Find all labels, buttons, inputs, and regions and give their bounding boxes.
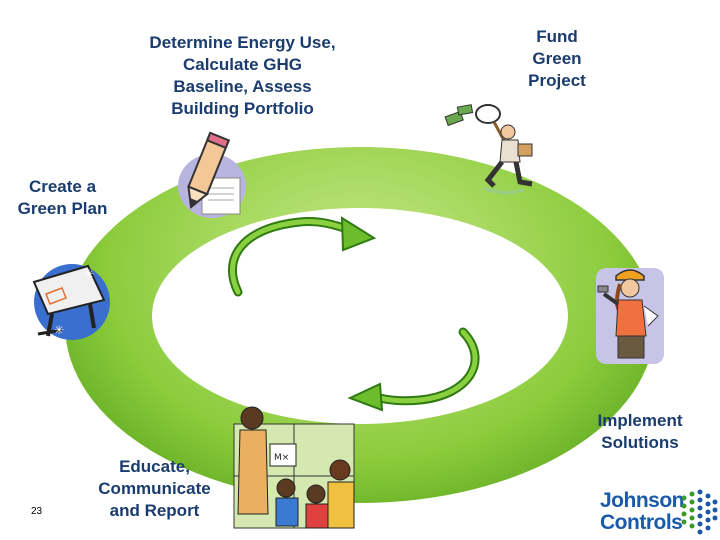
classroom-teacher-icon: M× bbox=[233, 406, 355, 529]
logo-word-2: Controls bbox=[600, 511, 683, 534]
cycle-arrow-upper bbox=[228, 216, 377, 297]
money-chaser-icon bbox=[444, 104, 533, 195]
pencil-clipboard-icon bbox=[178, 131, 246, 218]
svg-text:M×: M× bbox=[274, 453, 289, 463]
johnson-controls-logo: Johnson Controls bbox=[560, 478, 720, 538]
svg-text:✳: ✳ bbox=[36, 260, 48, 276]
step-label-educate: Educate, Communicate and Report bbox=[98, 457, 211, 520]
step-label-fund: Fund Green Project bbox=[528, 27, 586, 90]
construction-worker-icon bbox=[596, 268, 664, 364]
drafting-table-icon: ✳ ✳ ✳ bbox=[32, 260, 110, 340]
svg-text:✳: ✳ bbox=[54, 323, 64, 337]
cycle-arrow-lower bbox=[347, 327, 480, 412]
johnson-controls-logo-icon bbox=[681, 489, 718, 535]
page-number: 23 bbox=[31, 506, 43, 517]
step-label-implement: Implement Solutions bbox=[597, 411, 683, 452]
svg-text:✳: ✳ bbox=[84, 267, 94, 281]
logo-word-1: Johnson bbox=[600, 489, 685, 512]
step-label-assess: Determine Energy Use, Calculate GHG Base… bbox=[149, 33, 336, 118]
step-label-plan: Create a Green Plan bbox=[17, 177, 108, 218]
